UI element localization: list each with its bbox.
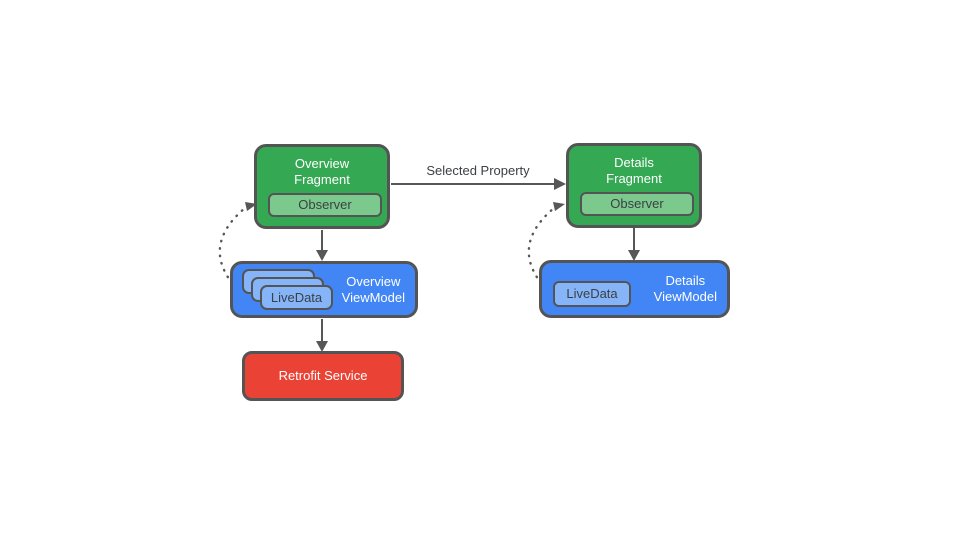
details-viewmodel-title: Details ViewModel xyxy=(654,273,717,305)
node-details-viewmodel: LiveData Details ViewModel xyxy=(539,260,730,318)
details-fragment-title: Details Fragment xyxy=(569,146,699,187)
details-viewmodel-title-line2: ViewModel xyxy=(653,289,717,304)
overview-viewmodel-to-retrofit-arrowhead xyxy=(316,341,328,352)
overview-livedata-card-front: LiveData xyxy=(260,285,333,310)
retrofit-service-label: Retrofit Service xyxy=(278,368,368,383)
node-details-fragment: Details Fragment Observer xyxy=(566,143,702,228)
overview-fragment-to-viewmodel-arrowhead xyxy=(316,250,328,261)
details-observer-badge: Observer xyxy=(580,192,694,216)
overview-viewmodel-title-line1: Overview xyxy=(346,273,401,289)
details-livedata-badge: LiveData xyxy=(553,281,631,307)
overview-fragment-title-line2: Fragment xyxy=(294,172,350,187)
overview-fragment-title-line1: Overview xyxy=(294,156,350,171)
details-livedata-to-observer-arrowhead xyxy=(553,202,565,211)
overview-viewmodel-title: Overview ViewModel xyxy=(342,274,405,306)
node-overview-fragment: Overview Fragment Observer xyxy=(254,144,390,229)
details-fragment-to-viewmodel-arrowhead xyxy=(628,250,640,261)
overview-fragment-title: Overview Fragment xyxy=(257,147,387,188)
details-fragment-title-line2: Fragment xyxy=(606,171,662,186)
overview-observer-badge: Observer xyxy=(268,193,382,217)
selected-property-arrowhead xyxy=(554,178,566,190)
node-retrofit-service: Retrofit Service xyxy=(242,351,404,401)
details-livedata-to-observer-dotted-arc xyxy=(527,206,556,291)
details-fragment-title-line1: Details xyxy=(614,155,654,170)
selected-property-label: Selected Property xyxy=(426,163,530,178)
overview-viewmodel-title-line2: ViewModel xyxy=(341,289,405,305)
overview-livedata-to-observer-dotted-arc xyxy=(218,206,247,291)
details-viewmodel-title-line1: Details xyxy=(665,273,706,288)
node-overview-viewmodel: LiveData Overview ViewModel xyxy=(230,261,418,318)
